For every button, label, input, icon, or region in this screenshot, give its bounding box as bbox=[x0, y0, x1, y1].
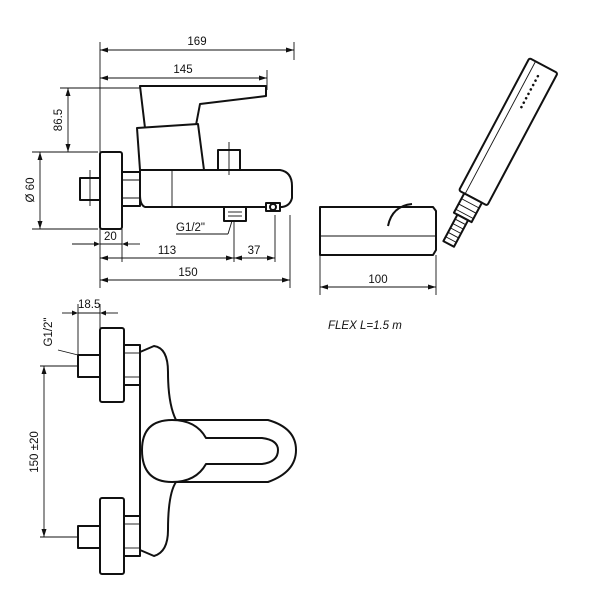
outlet-thread-label: G1/2" bbox=[176, 222, 205, 234]
eccentric-nut bbox=[121, 171, 141, 207]
handshower-view: 100 FLEX L=1.5 m bbox=[319, 57, 558, 332]
lower-inlet bbox=[77, 497, 141, 575]
handshower-handle bbox=[458, 57, 558, 206]
lower-nut bbox=[123, 515, 141, 557]
lever-head-front bbox=[141, 419, 279, 483]
dim-flange-depth: 20 bbox=[104, 231, 117, 243]
dim-lever-height: 86.5 bbox=[53, 109, 65, 131]
lower-pipe bbox=[77, 525, 101, 549]
upper-nut bbox=[123, 344, 141, 386]
shower-holder bbox=[319, 206, 437, 256]
dim-outlet-offset: 113 bbox=[158, 245, 176, 257]
dim-outlet-spacing: 37 bbox=[248, 245, 261, 257]
lever-handle bbox=[139, 85, 267, 129]
dim-flange-dia: Ø 60 bbox=[25, 178, 37, 203]
hose-length-label: FLEX L=1.5 m bbox=[328, 320, 402, 332]
front-view: 18.5 G1/2" 150 ±20 bbox=[29, 299, 297, 575]
mixer-body bbox=[139, 169, 293, 208]
dim-total-width: 169 bbox=[187, 36, 206, 48]
cartridge-housing bbox=[136, 123, 205, 171]
dim-body-width: 145 bbox=[173, 64, 192, 76]
handshower bbox=[442, 57, 558, 248]
spray-face bbox=[520, 74, 540, 109]
upper-pipe bbox=[77, 354, 101, 378]
holder-cup bbox=[387, 203, 413, 227]
upper-inlet bbox=[77, 327, 141, 403]
wall-flange bbox=[99, 151, 123, 230]
inlet-thread-label: G1/2" bbox=[43, 317, 55, 346]
dim-overall-length: 150 bbox=[178, 267, 197, 279]
dim-center-distance: 150 ±20 bbox=[29, 431, 41, 473]
dim-holder-width: 100 bbox=[368, 274, 387, 286]
side-view: 169 145 86.5 Ø 60 bbox=[25, 36, 295, 288]
upper-flange bbox=[99, 327, 125, 403]
dim-inlet-offset: 18.5 bbox=[78, 299, 100, 311]
lower-flange bbox=[99, 497, 125, 575]
shower-outlet bbox=[223, 206, 247, 222]
